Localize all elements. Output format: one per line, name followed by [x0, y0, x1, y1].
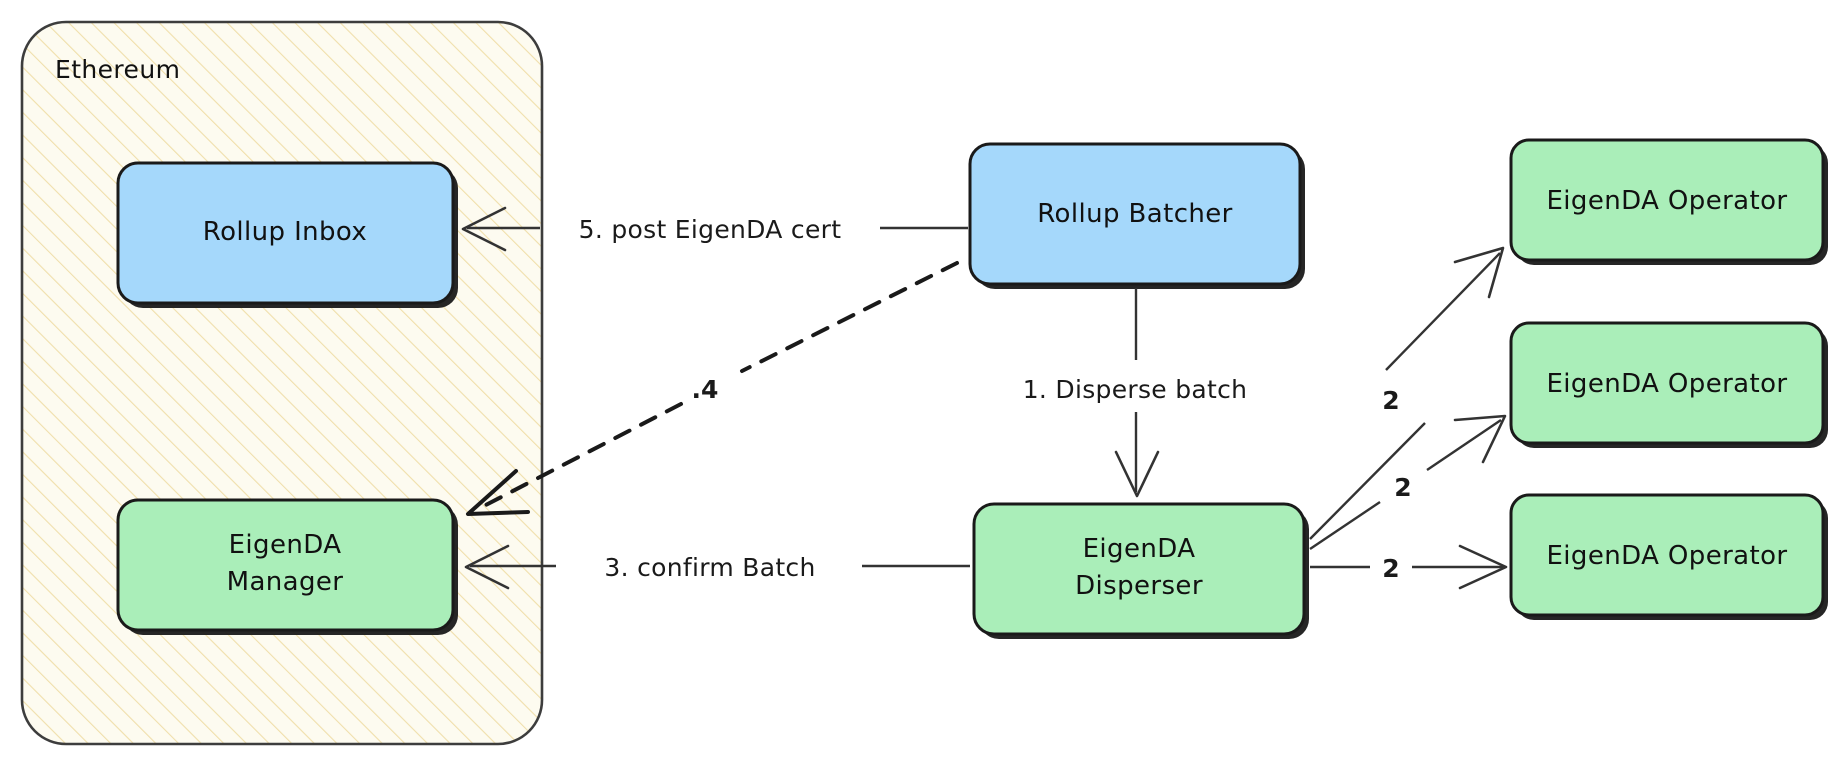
eigenda-manager-label-line1: EigenDA	[229, 530, 342, 560]
eigenda-operator-3-shape	[1509, 493, 1825, 617]
edge-disperse-operator-2: 2	[1309, 414, 1507, 550]
edge-disperse-operator-3: 2	[1310, 544, 1508, 590]
edge-step-four-dashed: .4	[466, 261, 959, 516]
rollup-inbox-shape	[116, 161, 455, 305]
rollup-inbox-label: Rollup Inbox	[203, 217, 367, 247]
eigenda-manager-shape	[116, 498, 455, 632]
edge-disperse-operator-1-label: 2	[1382, 386, 1399, 415]
eigenda-operator-1-label: EigenDA Operator	[1546, 186, 1787, 216]
rollup-batcher-shape	[968, 142, 1302, 286]
node-eigenda-operator-2[interactable]: EigenDA Operator	[1509, 321, 1828, 448]
node-rollup-batcher[interactable]: Rollup Batcher	[968, 142, 1305, 289]
edge-disperse-operator-3-label: 2	[1382, 554, 1399, 583]
edge-confirm-batch: 3. confirm Batch	[464, 544, 970, 590]
node-rollup-inbox[interactable]: Rollup Inbox	[116, 161, 458, 308]
edge-step-four-label: .4	[692, 375, 719, 404]
node-eigenda-disperser[interactable]: EigenDA Disperser	[972, 502, 1309, 639]
edge-post-eigenda-cert: 5. post EigenDA cert	[461, 206, 968, 252]
edge-disperse-operator-2-label: 2	[1394, 473, 1411, 502]
eigenda-operator-2-label: EigenDA Operator	[1546, 369, 1787, 399]
node-eigenda-operator-1[interactable]: EigenDA Operator	[1509, 138, 1828, 265]
eigenda-disperser-label-line1: EigenDA	[1083, 534, 1196, 564]
ethereum-container: Ethereum	[20, 20, 544, 746]
ethereum-container-shape	[20, 20, 544, 746]
edge-post-eigenda-cert-label: 5. post EigenDA cert	[579, 215, 842, 244]
eigenda-disperser-label-line2: Disperser	[1075, 571, 1203, 601]
eigenda-operator-3-label: EigenDA Operator	[1546, 541, 1787, 571]
ethereum-container-label: Ethereum	[55, 55, 180, 84]
eigenda-operator-2-shape	[1509, 321, 1825, 445]
node-eigenda-operator-3[interactable]: EigenDA Operator	[1509, 493, 1828, 620]
eigenda-operator-1-shape	[1509, 138, 1825, 262]
eigenda-manager-label-line2: Manager	[227, 567, 344, 597]
edge-disperse-operator-1: 2	[1309, 246, 1505, 540]
node-eigenda-manager[interactable]: EigenDA Manager	[116, 498, 458, 635]
rollup-batcher-label: Rollup Batcher	[1037, 199, 1233, 229]
edge-confirm-batch-label: 3. confirm Batch	[604, 553, 815, 582]
edge-disperse-batch-label: 1. Disperse batch	[1023, 375, 1248, 404]
eigenda-disperser-shape	[972, 502, 1306, 636]
edge-disperse-batch: 1. Disperse batch	[1023, 288, 1248, 498]
